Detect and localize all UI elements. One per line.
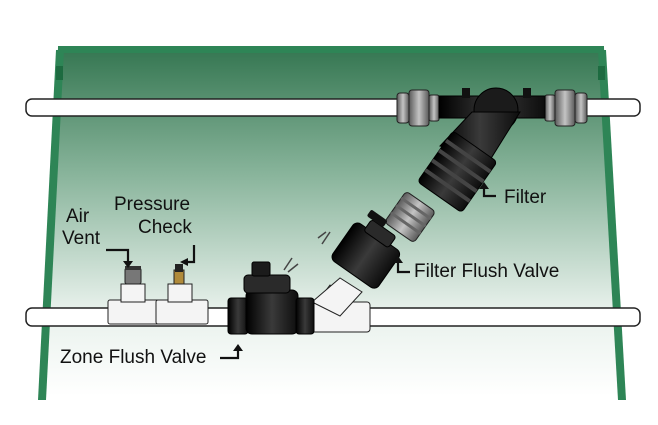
filter-arrow: [482, 188, 496, 198]
pressure-check-label-line1: Pressure: [114, 194, 191, 215]
zone-flush-valve: [227, 257, 315, 335]
air-vent: [107, 266, 161, 325]
bottom-tee: [299, 277, 371, 333]
arrowheads: [123, 182, 489, 351]
pressure-check-label-line2: Check: [138, 217, 192, 238]
filter-label: Filter: [504, 187, 547, 208]
zone-flush-valve-arrow: [220, 350, 240, 360]
air-vent-label-line1: Air: [66, 206, 90, 227]
top-left-union: [396, 89, 440, 127]
label-arrows: [106, 188, 496, 360]
zone-flush-valve-label: Zone Flush Valve: [60, 347, 207, 368]
pressure-check-port: [155, 264, 209, 325]
filter-flush-valve-label: Filter Flush Valve: [414, 261, 560, 282]
top-right-union: [544, 89, 588, 127]
filter-housing: [418, 87, 546, 212]
filter-flush-valve-arrow: [396, 262, 410, 274]
box-top-rail: [58, 46, 604, 53]
filter-outlet-union: [385, 192, 435, 242]
pressure-check-arrow: [186, 245, 196, 264]
air-vent-label-line2: Vent: [62, 228, 101, 249]
filter-flush-valve: [317, 210, 401, 289]
air-vent-arrow: [106, 248, 130, 262]
